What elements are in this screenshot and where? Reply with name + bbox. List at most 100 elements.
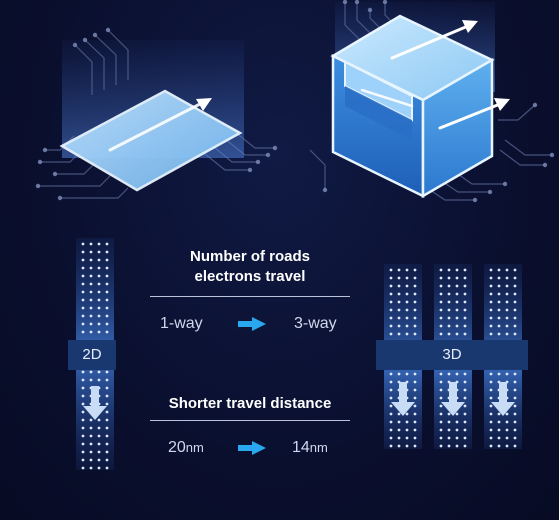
grid-dot [489, 436, 493, 440]
grid-dot [513, 292, 517, 296]
arrow-right-icon [238, 317, 266, 331]
grid-dot [505, 276, 509, 280]
grid-dot [505, 332, 509, 336]
grid-dot [97, 330, 101, 334]
grid-dot [447, 276, 451, 280]
grid-dot [447, 420, 451, 424]
grid-dot [455, 420, 459, 424]
grid-dot [497, 332, 501, 336]
grid-dot [439, 268, 443, 272]
grid-dot [405, 444, 409, 448]
grid-dot [463, 316, 467, 320]
grid-dot [489, 380, 493, 384]
grid-dot [497, 316, 501, 320]
grid-dot [505, 372, 509, 376]
grid-dot [397, 316, 401, 320]
grid-dot [89, 290, 93, 294]
grid-dot [81, 410, 85, 414]
grid-dot [413, 404, 417, 408]
grid-dot [497, 412, 501, 416]
distance-before-unit: nm [185, 440, 204, 455]
grid-dot [81, 466, 85, 470]
grid-dot [105, 274, 109, 278]
grid-dot [81, 258, 85, 262]
grid-dot [89, 242, 93, 246]
grid-dot [89, 274, 93, 278]
grid-dot [389, 388, 393, 392]
grid-dot [105, 434, 109, 438]
grid-dot [105, 258, 109, 262]
grid-dot [105, 370, 109, 374]
grid-dot [81, 386, 85, 390]
distance-title: Shorter travel distance [168, 395, 332, 412]
grid-dot [405, 300, 409, 304]
grid-dot [447, 332, 451, 336]
grid-dot [405, 316, 409, 320]
grid-dot [513, 420, 517, 424]
roads-after-value: 3-way [294, 315, 337, 332]
grid-dot [413, 428, 417, 432]
grid-dot [489, 292, 493, 296]
grid-dot [505, 300, 509, 304]
grid-dot [489, 404, 493, 408]
grid-dot [505, 316, 509, 320]
grid-dot [405, 276, 409, 280]
grid-dot [389, 428, 393, 432]
grid-dot [489, 396, 493, 400]
grid-dot [105, 330, 109, 334]
arrow-down-icon [83, 406, 107, 420]
grid-dot [397, 420, 401, 424]
grid-dot [97, 258, 101, 262]
grid-dot [505, 412, 509, 416]
grid-dot [389, 324, 393, 328]
grid-dot [463, 428, 467, 432]
grid-dot [105, 378, 109, 382]
grid-dot [513, 276, 517, 280]
grid-dot [89, 266, 93, 270]
grid-dot [89, 306, 93, 310]
arrow-down-icon [441, 402, 465, 416]
grid-dot [455, 268, 459, 272]
grid-dot [489, 324, 493, 328]
grid-dot [413, 388, 417, 392]
grid-dot [447, 412, 451, 416]
grid-dot [389, 380, 393, 384]
grid-dot [397, 308, 401, 312]
grid-dot [81, 330, 85, 334]
arrow-right-icon [238, 441, 266, 455]
grid-dot [497, 428, 501, 432]
grid-dot [439, 396, 443, 400]
grid-dot [513, 396, 517, 400]
grid-dot [397, 300, 401, 304]
grid-dot [413, 436, 417, 440]
grid-dot [81, 402, 85, 406]
roads-title-line1: Number of roads [189, 248, 310, 265]
grid-dot [105, 386, 109, 390]
arrow-icon [494, 98, 510, 111]
grid-dot [397, 292, 401, 296]
arrow-icon [196, 98, 212, 111]
grid-dot [463, 332, 467, 336]
planar-channel [59, 89, 243, 192]
grid-dot [413, 372, 417, 376]
grid-dot [397, 276, 401, 280]
grid-dot [413, 396, 417, 400]
grid-dot [463, 380, 467, 384]
grid-dot [81, 442, 85, 446]
grid-dot [397, 436, 401, 440]
grid-dot [97, 370, 101, 374]
grid-dot [413, 316, 417, 320]
grid-dot [405, 332, 409, 336]
grid-dot [497, 420, 501, 424]
grid-dot [405, 436, 409, 440]
grid-dot [413, 268, 417, 272]
grid-dot [389, 276, 393, 280]
grid-dot [505, 436, 509, 440]
grid-dot [497, 436, 501, 440]
grid-dot [97, 466, 101, 470]
grid-dot [413, 324, 417, 328]
grid-dot [389, 404, 393, 408]
grid-dot [397, 412, 401, 416]
grid-dot [447, 308, 451, 312]
